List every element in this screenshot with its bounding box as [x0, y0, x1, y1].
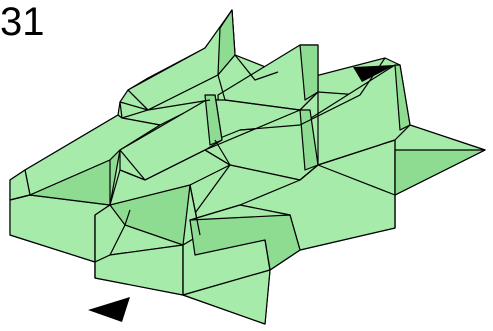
- facet: [395, 150, 485, 195]
- arrowhead-icon: [88, 297, 130, 322]
- paper-facets: [10, 10, 485, 324]
